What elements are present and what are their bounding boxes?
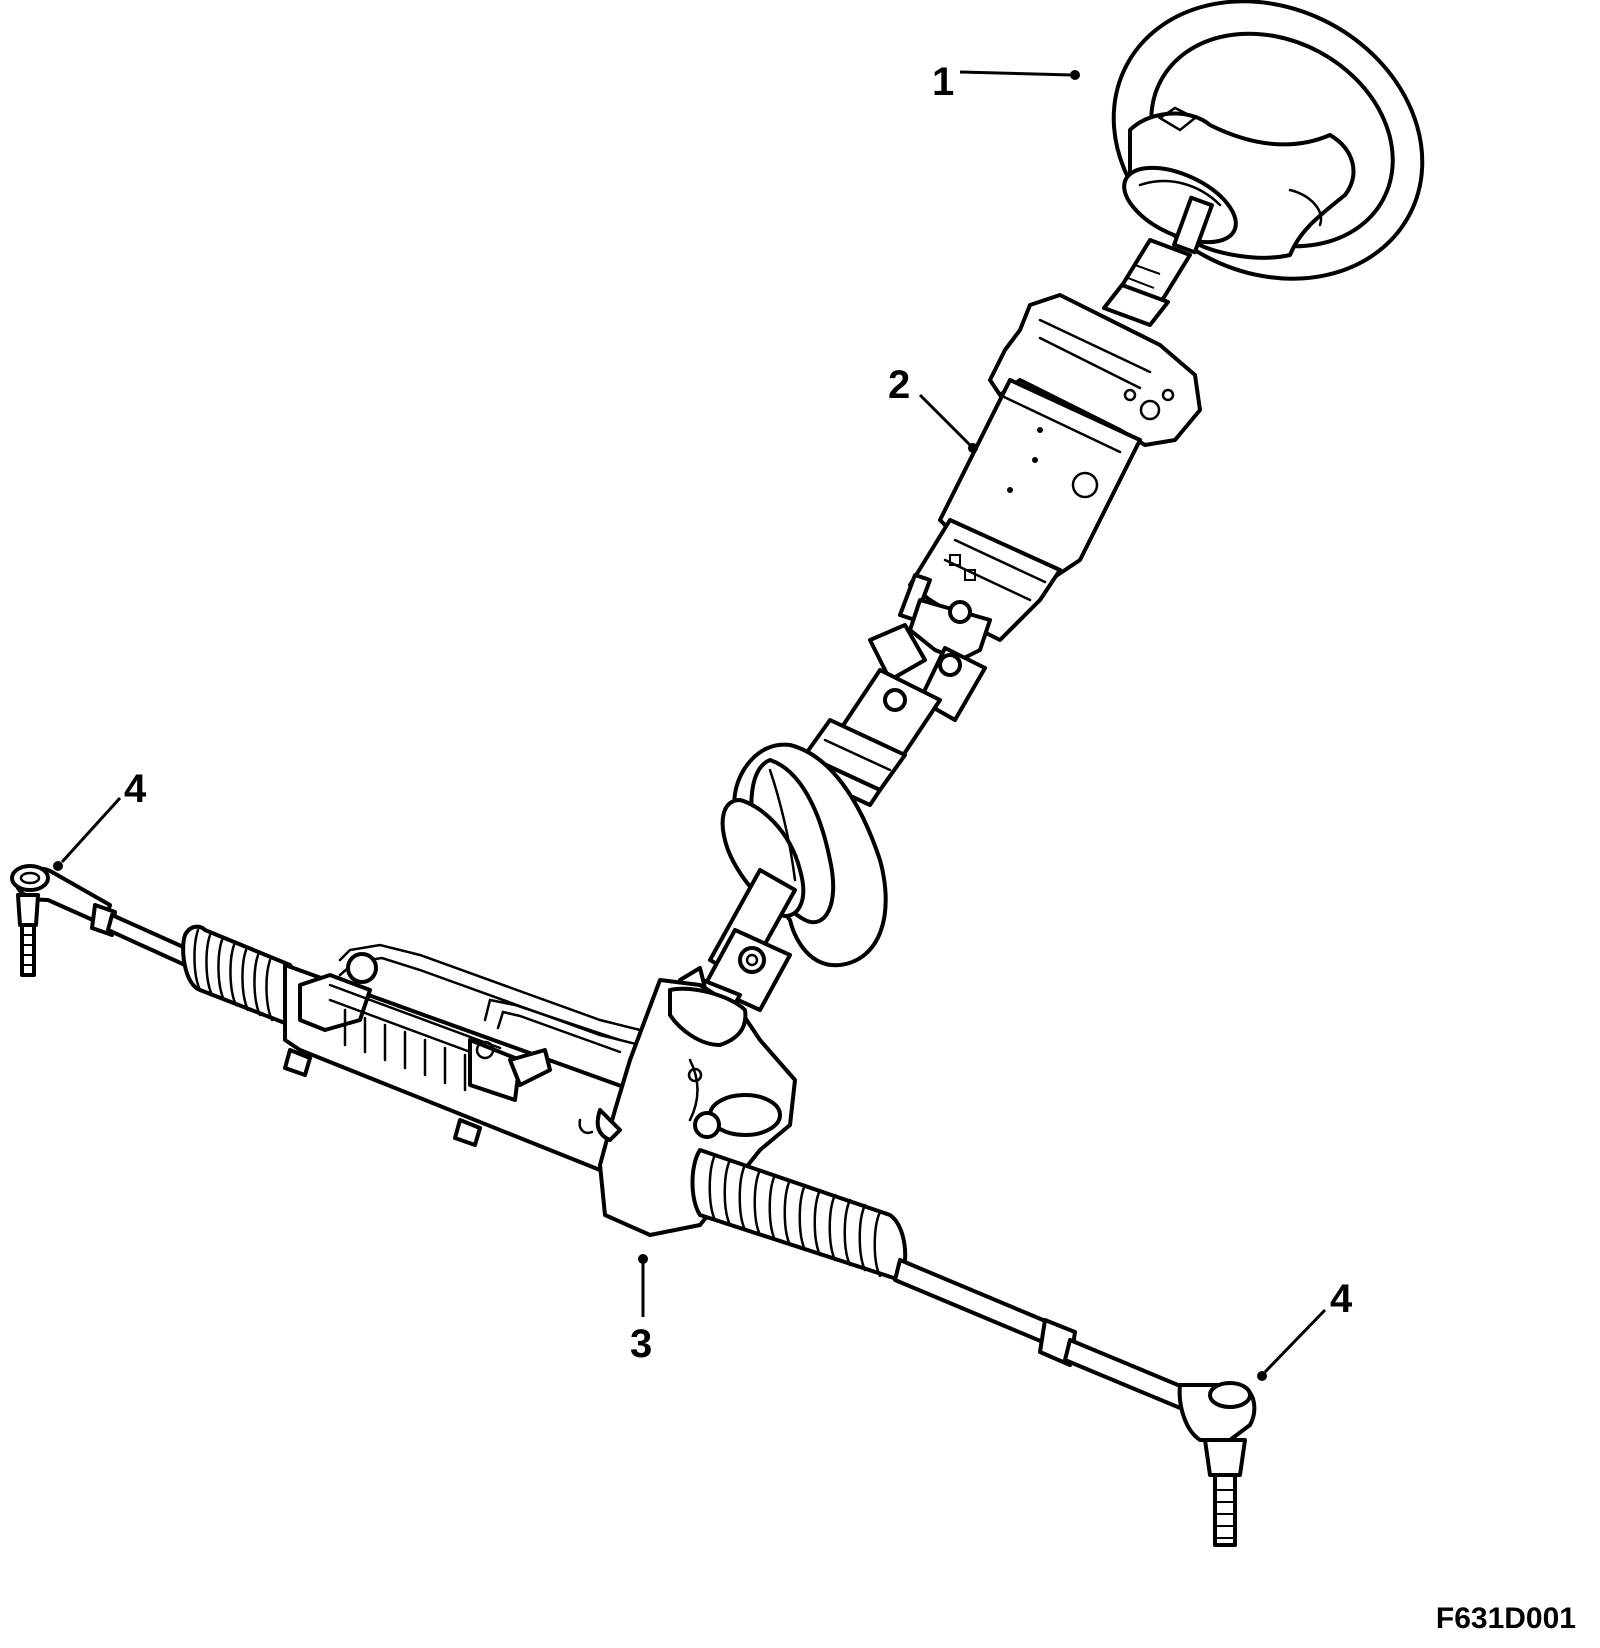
callout-1: 1 [932,60,1080,104]
right-tie-rod-end [1177,1381,1257,1547]
callout-2: 2 [888,363,978,453]
steering-rack [10,864,1257,1547]
steering-column [898,293,1202,662]
left-tie-rod-end [10,864,112,977]
intermediate-shaft [803,623,987,807]
pinion-housing [578,978,797,1237]
callout-2-dot [968,443,978,453]
right-bellows [690,1148,908,1282]
callout-4-left-dot [53,861,63,871]
callout-4-left-leader [60,796,122,864]
left-bellows [181,924,298,1027]
callout-1-dot [1070,70,1080,80]
figure-code: F631D001 [1436,1602,1576,1635]
bulkhead-boot [720,742,888,968]
callout-3: 3 [630,1254,652,1366]
callout-4-left: 4 [53,767,147,871]
hydraulic-pipes [338,943,642,1054]
callout-3-label: 3 [630,1322,652,1366]
valve-ribs [343,1008,467,1092]
callout-4-right-dot [1257,1371,1267,1381]
callout-4-right-label: 4 [1330,1277,1353,1321]
upper-steering-shaft [1102,238,1192,327]
callout-3-dot [638,1254,648,1264]
callout-4-right-leader [1263,1308,1327,1374]
callout-4-right: 4 [1257,1277,1353,1381]
callout-2-leader [918,393,972,447]
steering-wheel [1111,0,1425,281]
callout-1-label: 1 [932,60,954,104]
callout-1-leader [959,70,1073,77]
callout-2-label: 2 [888,363,910,407]
callout-4-left-label: 4 [124,767,147,811]
